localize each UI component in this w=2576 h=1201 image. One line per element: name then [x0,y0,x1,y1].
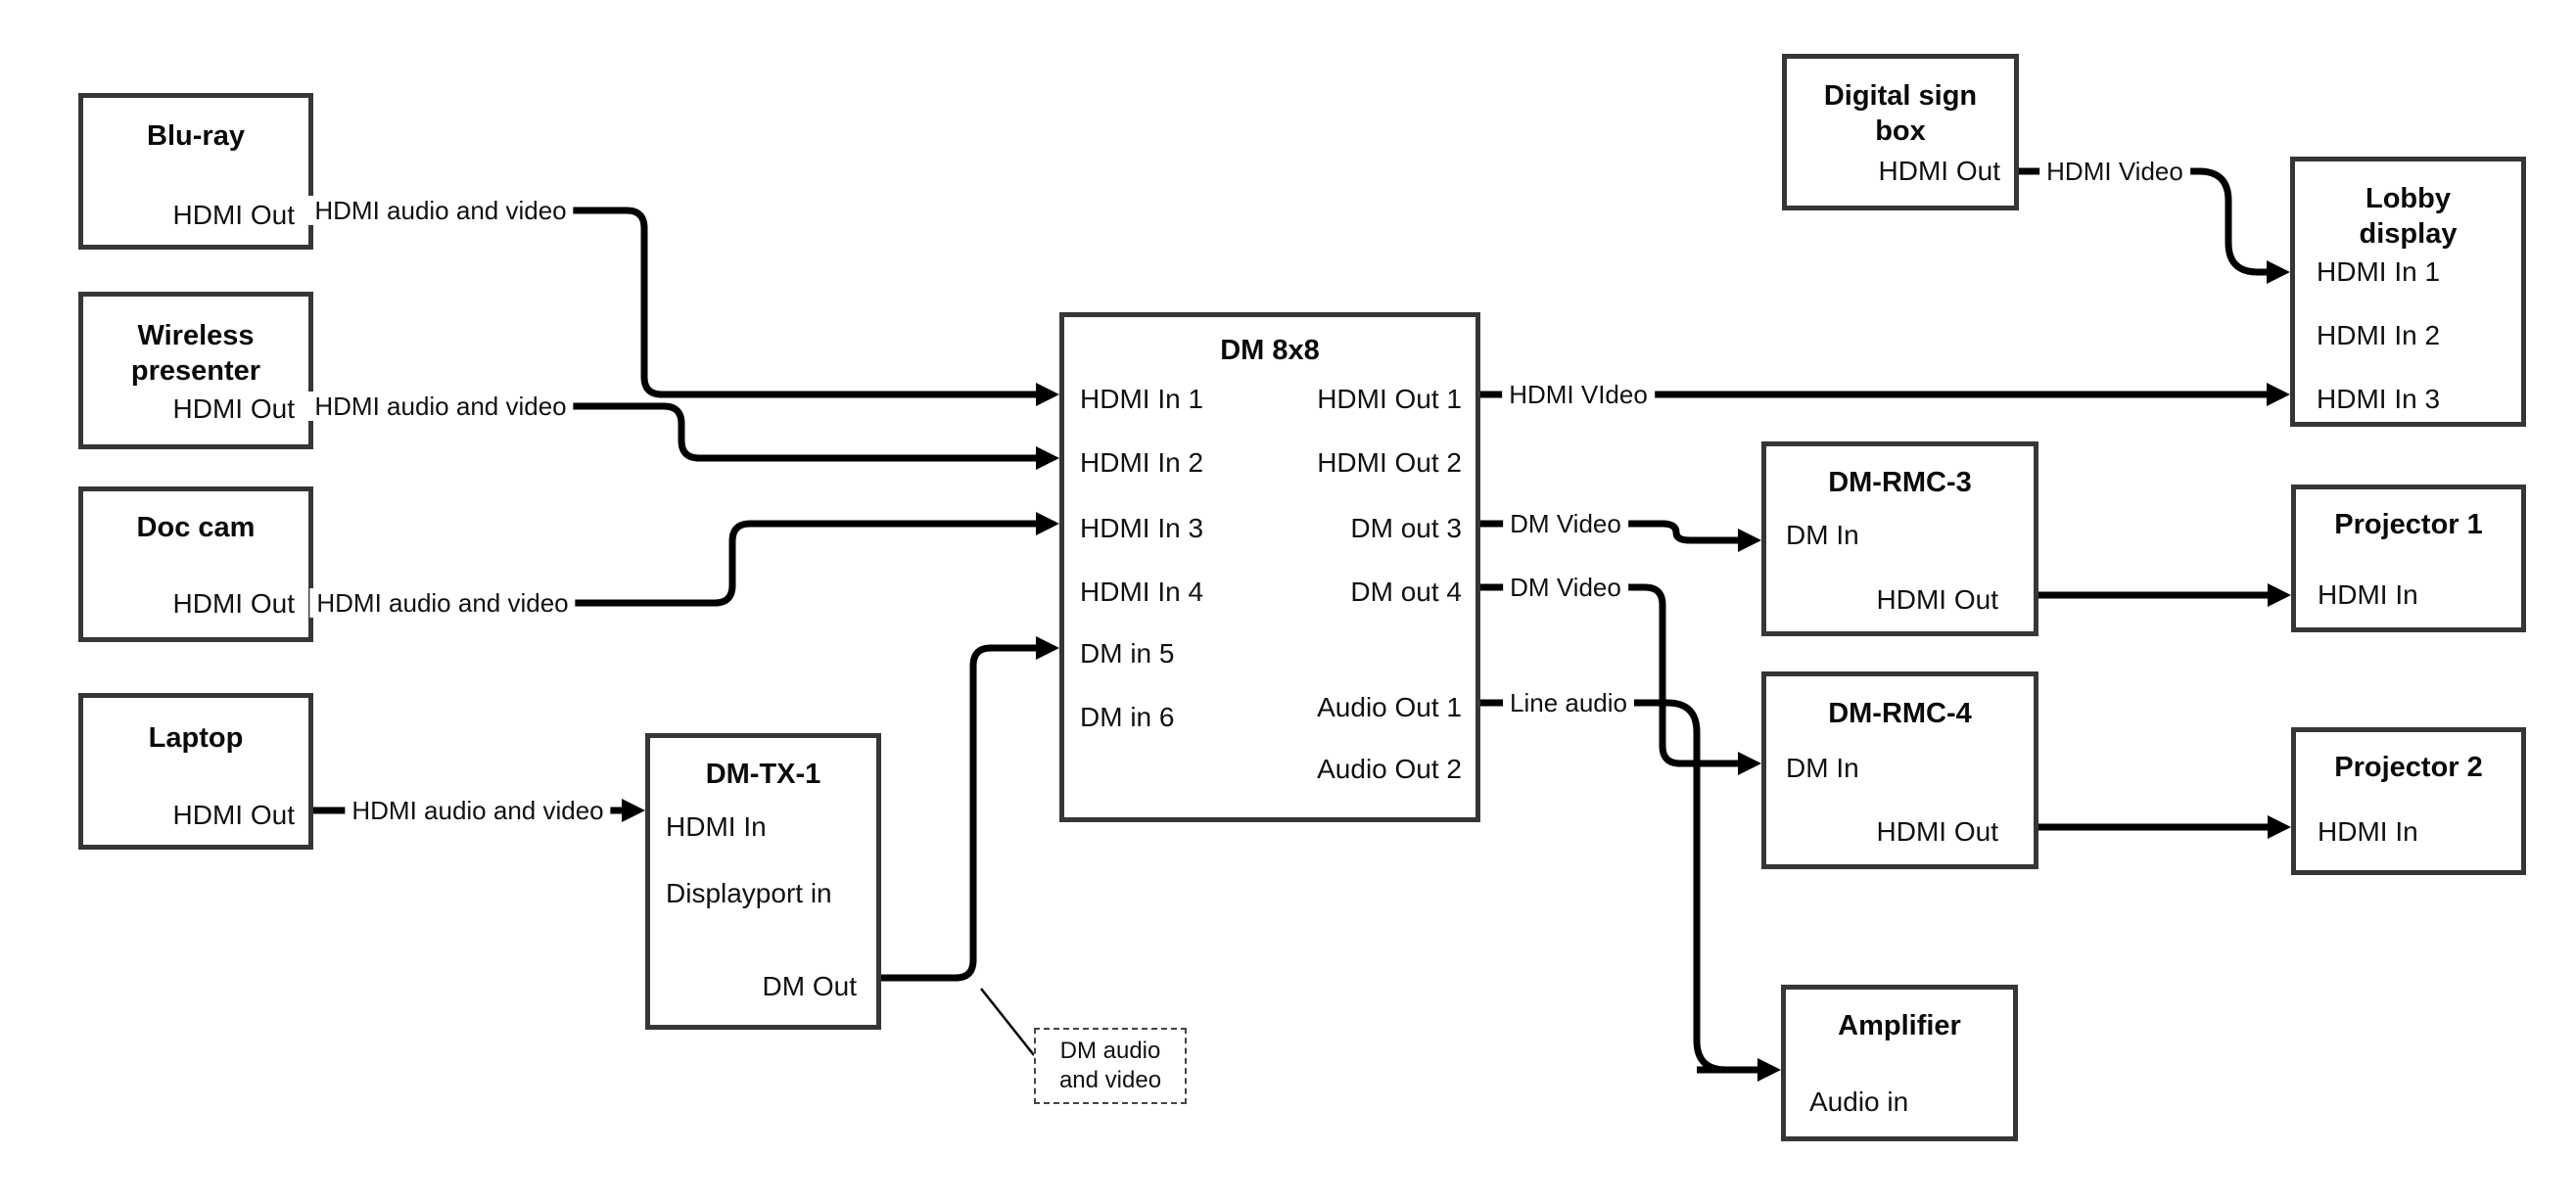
note-text: DM audio and video [1058,1038,1162,1093]
port-hdmi-in-3: HDMI In 3 [1080,513,1204,543]
port-hdmi-in-1: HDMI In 1 [2317,256,2441,287]
node-title: Laptop [148,722,244,754]
port-hdmi-out: HDMI Out [172,800,295,830]
node-title: DM-TX-1 [705,759,821,790]
port-dm-out: DM Out [762,971,857,1001]
node-title: Digital sign box [1823,80,1978,147]
port-hdmi-out: HDMI Out [172,200,295,230]
wire-label-hdmi-video-out1: HDMI VIdeo [1502,380,1655,409]
node-dm-8x8: DM 8x8 HDMI In 1 HDMI In 2 HDMI In 3 HDM… [1059,312,1480,822]
port-hdmi-in: HDMI In [666,811,767,842]
node-projector-2: Projector 2 HDMI In [2291,727,2526,875]
node-title: DM 8x8 [1220,335,1320,366]
wire-label-hdmi-audio-video-4: HDMI audio and video [345,796,611,825]
wire-label-dm-video-out3: DM Video [1503,509,1628,538]
node-projector-1: Projector 1 HDMI In [2291,485,2526,632]
node-title: Blu-ray [147,120,245,152]
port-dm-out-3: DM out 3 [1350,513,1462,543]
node-title: Projector 1 [2334,509,2483,540]
node-dm-tx-1: DM-TX-1 HDMI In Displayport in DM Out [645,733,881,1030]
port-dm-in: DM In [1786,753,1859,783]
port-hdmi-out-1: HDMI Out 1 [1317,384,1462,414]
port-hdmi-in: HDMI In [2318,579,2418,610]
port-hdmi-in: HDMI In [2318,816,2418,847]
node-dm-rmc-3: DM-RMC-3 DM In HDMI Out [1761,441,2038,636]
port-hdmi-out: HDMI Out [172,393,295,424]
wire-bluray-to-dm8x8-in1 [313,207,1059,406]
node-bluray: Blu-ray HDMI Out [78,93,313,250]
port-dm-in-6: DM in 6 [1080,702,1175,732]
node-title: Wireless presenter [130,320,261,387]
node-dm-rmc-4: DM-RMC-4 DM In HDMI Out [1761,671,2038,869]
wire-dm8x8-out3-to-rmc3 [1480,520,1761,552]
wire-dm8x8-audio1-to-amplifier [1480,699,1759,1070]
port-dm-out-4: DM out 4 [1350,577,1462,607]
wire-label-hdmi-audio-video-2: HDMI audio and video [307,392,574,421]
port-dm-in: DM In [1786,520,1859,550]
wire-doccam-to-dm8x8-in3 [313,512,1059,607]
port-hdmi-out: HDMI Out [172,588,295,619]
node-title: Projector 2 [2334,752,2483,783]
node-title: DM-RMC-3 [1828,467,1972,498]
port-audio-out-2: Audio Out 2 [1317,754,1462,784]
node-title: Amplifier [1838,1010,1961,1041]
wire-dm8x8-out4-to-rmc4 [1480,583,1761,775]
node-doc-cam: Doc cam HDMI Out [78,486,313,642]
wire-label-dm-video-out4: DM Video [1503,573,1628,602]
port-hdmi-out: HDMI Out [1876,816,1998,847]
wire-dmtx1-to-dm8x8-in5 [881,636,1059,982]
node-laptop: Laptop HDMI Out [78,693,313,850]
wire-label-hdmi-audio-video-3: HDMI audio and video [309,588,576,618]
wire-label-line-audio: Line audio [1503,688,1634,717]
note-dm-audio-and-video: DM audio and video [1034,1028,1187,1104]
port-hdmi-out: HDMI Out [1876,584,1998,615]
port-hdmi-out: HDMI Out [1878,156,2000,186]
port-dm-in-5: DM in 5 [1080,638,1175,669]
port-hdmi-in-3: HDMI In 3 [2317,384,2441,414]
wire-label-hdmi-audio-video-1: HDMI audio and video [307,196,574,225]
node-lobby-display: Lobby display HDMI In 1 HDMI In 2 HDMI I… [2290,157,2526,427]
port-audio-out-1: Audio Out 1 [1317,692,1462,722]
node-title: Doc cam [136,512,256,543]
wire-label-hdmi-video-sign: HDMI Video [2039,157,2190,186]
port-hdmi-in-2: HDMI In 2 [2317,320,2441,350]
port-hdmi-in-2: HDMI In 2 [1080,447,1204,478]
port-hdmi-out-2: HDMI Out 2 [1317,447,1462,478]
node-title: DM-RMC-4 [1828,698,1972,729]
node-amplifier: Amplifier Audio in [1781,985,2018,1141]
port-displayport-in: Displayport in [666,878,832,908]
node-wireless-presenter: Wireless presenter HDMI Out [78,292,313,449]
wire-wireless-to-dm8x8-in2 [313,402,1059,470]
wire-sign-to-lobby-in1 [2019,167,2290,284]
node-digital-sign-box: Digital sign box HDMI Out [1782,54,2019,210]
port-hdmi-in-1: HDMI In 1 [1080,384,1204,414]
port-hdmi-in-4: HDMI In 4 [1080,577,1204,607]
port-audio-in: Audio in [1809,1086,1909,1117]
node-title: Lobby display [2359,183,2458,250]
note-callout-line [980,988,1035,1056]
